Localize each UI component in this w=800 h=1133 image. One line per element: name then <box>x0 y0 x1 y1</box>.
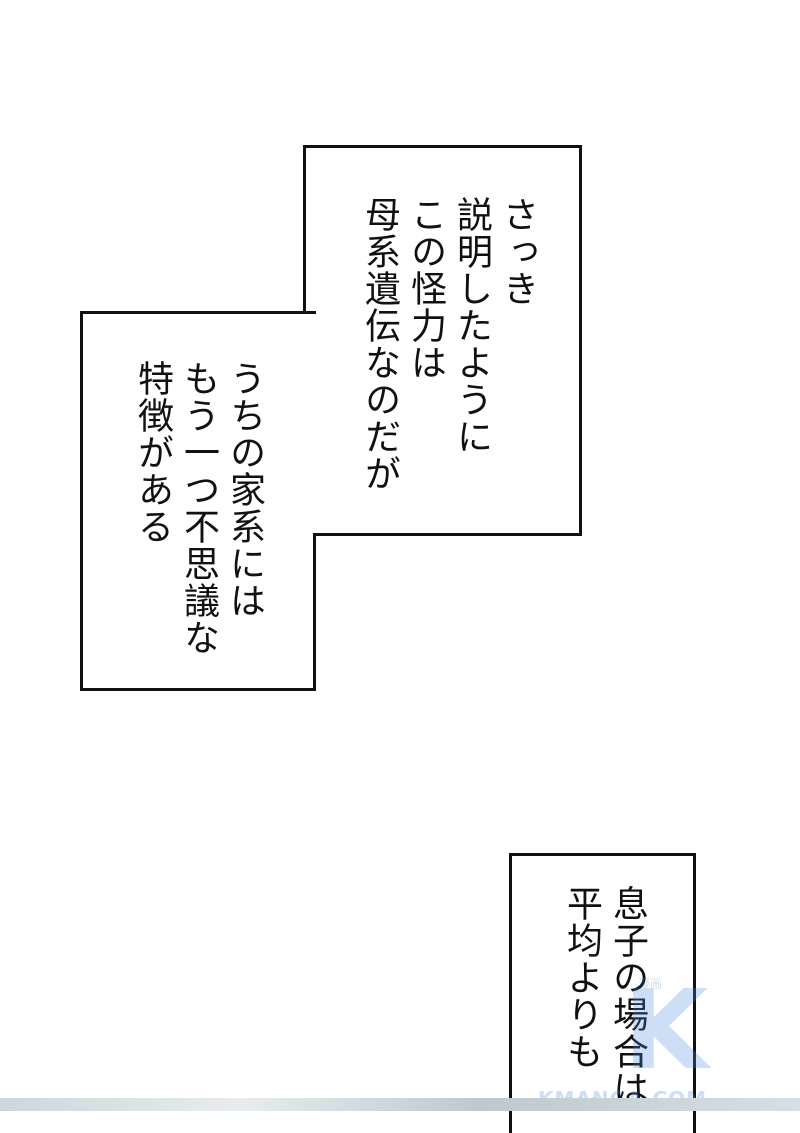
caption1-text-left: うちの家系には もう一つ不思議な 特徴がある <box>132 360 265 656</box>
caption1-text-right: さっき 説明したように この怪力は 母系遺伝なのだが <box>359 196 538 492</box>
caption2-text: 息子の場合は 平均よりも… <box>561 885 648 1112</box>
caption-box-merge-fill-2 <box>83 314 313 688</box>
caption-box-bottom <box>509 853 696 1133</box>
caption-box-merge-fill <box>306 314 579 533</box>
next-panel-edge <box>0 1098 800 1111</box>
